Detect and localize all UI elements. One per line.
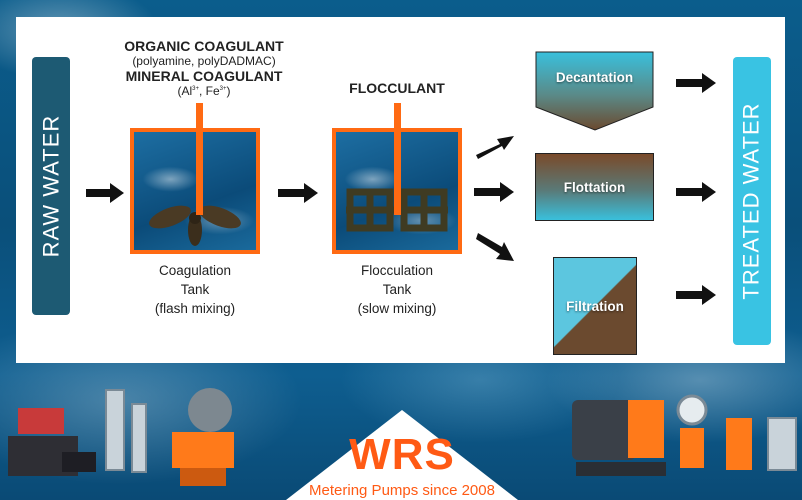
filtration-unit: Filtration (553, 257, 637, 355)
arrow-decantation-to-treated (676, 73, 716, 93)
arrow-to-flottation (474, 182, 514, 202)
equipment-right-icon (572, 394, 797, 476)
decantation-unit: Decantation (535, 51, 654, 131)
organic-coagulant-examples: (polyamine, polyDADMAC) (132, 54, 276, 68)
brand-tagline: Metering Pumps since 2008 (309, 482, 495, 499)
wrs-logo: WRS (349, 430, 455, 479)
flottation-label: Flottation (563, 179, 626, 195)
process-diagram-panel: RAW WATER ORGANIC COAGULANT (polyamine, … (16, 17, 785, 363)
decantation-label: Decantation (555, 69, 634, 85)
coagulation-tank-label: Coagulation Tank (flash mixing) (125, 261, 265, 318)
raw-water-label: RAW WATER (38, 114, 63, 258)
flottation-unit: Flottation (535, 153, 654, 221)
arrow-to-decantation (474, 131, 516, 161)
coagulation-shaft (196, 103, 203, 215)
raw-water-bar: RAW WATER (32, 57, 70, 315)
filtration-label: Filtration (566, 298, 624, 314)
coagulation-tank-line2: Tank (180, 282, 210, 297)
propeller-icon (149, 205, 241, 246)
coagulation-tank-line1: Coagulation (158, 263, 232, 278)
mineral-coagulant-formula: (Al3+, Fe3+) (104, 84, 304, 98)
fe-symbol: , Fe (199, 84, 220, 98)
arrow-raw-to-coagulation (86, 183, 124, 203)
flocculation-tank-label: Flocculation Tank (slow mixing) (327, 261, 467, 318)
flocculation-tank-line1: Flocculation (360, 263, 434, 278)
equipment-left-icon (8, 388, 234, 486)
coagulant-reagent-label: ORGANIC COAGULANT (polyamine, polyDADMAC… (104, 38, 304, 98)
al-symbol: (Al (177, 84, 193, 98)
flocculation-tank-line3: (slow mixing) (357, 301, 437, 316)
flocculant-label: FLOCCULANT (349, 80, 445, 96)
arrow-flottation-to-treated (676, 182, 716, 202)
fe-charge: 3+ (219, 86, 227, 92)
coagulation-tank (130, 128, 260, 254)
flocculation-shaft (394, 103, 401, 215)
mineral-coagulant-title: MINERAL COAGULANT (125, 68, 283, 84)
arrow-coagulation-to-flocculation (278, 183, 318, 203)
treated-water-label: TREATED WATER (739, 102, 764, 300)
brand-badge: WRS Metering Pumps since 2008 (286, 410, 518, 500)
arrow-to-filtration (474, 231, 516, 265)
coagulation-tank-line3: (flash mixing) (154, 301, 236, 316)
organic-coagulant-title: ORGANIC COAGULANT (124, 38, 284, 54)
formula-close: ) (226, 84, 231, 98)
al-charge: 3+ (192, 86, 199, 92)
flocculation-tank-line2: Tank (382, 282, 412, 297)
arrow-filtration-to-treated (676, 285, 716, 305)
treated-water-bar: TREATED WATER (733, 57, 771, 345)
